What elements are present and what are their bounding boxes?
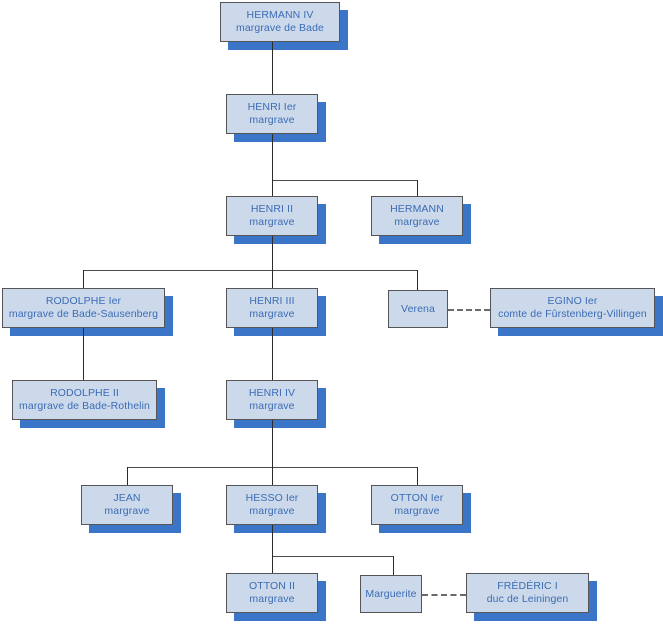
node-marguerite[interactable]: Marguerite [360,575,422,613]
node-label-primary: HENRI II [250,203,294,215]
node-label-primary: HENRI Ier [247,101,297,113]
node-label-secondary: margrave de Bade-Rothelin [19,400,150,412]
edge-henri3-henri4 [272,328,273,380]
node-label-primary: JEAN [113,492,141,504]
edge-hesso1-stem [272,467,273,485]
node-label-secondary: margrave de Bade-Sausenberg [8,308,159,320]
edge-henri3-stem [272,270,273,288]
node-label-primary: FRÉDÉRIC I [497,580,558,592]
node-label-primary: HENRI IV [248,387,296,399]
node-label-primary: OTTON Ier [390,492,444,504]
node-label-secondary: margrave [249,216,295,228]
node-label-secondary: duc de Leiningen [486,593,569,605]
node-label-secondary: comte de Fûrstenberg-Villingen [498,308,647,320]
node-label-primary: HERMANN IV [246,9,314,21]
edge-henri2-stem [272,180,273,196]
node-label-secondary: margrave [249,114,295,126]
edge-henri1-drop [272,134,273,180]
edge-jean-stem [127,467,128,485]
node-label-primary: Marguerite [365,587,417,600]
node-label-primary: RODOLPHE II [50,387,119,399]
edge-otton2-stem [272,556,273,573]
node-label-primary: OTTON II [248,580,296,592]
edge-hermann-stem [417,180,418,196]
edge-otton1-stem [417,467,418,485]
edge-hesso1-children-bar [272,556,393,557]
edge-henri4-drop [272,420,273,467]
node-label-secondary: margrave de Bade [236,22,324,34]
edge-marguerite-stem [393,556,394,575]
node-label-secondary: margrave [249,593,295,605]
edge-henri1-children-bar [272,180,417,181]
node-label-primary: HERMANN [390,203,444,215]
edge-rodolphe1-rodolphe2 [83,328,84,380]
node-label-secondary: margrave [394,216,440,228]
edge-rodolphe1-stem [83,270,84,288]
edge-hermann4-henri1 [272,42,273,94]
edge-marguerite-frederic-dash [422,594,466,596]
edge-verena-egino-dash [448,309,490,311]
edge-henri2-drop [272,236,273,288]
node-label-secondary: margrave [249,400,295,412]
node-label-secondary: margrave [104,505,150,517]
edge-henri2-children-bar [83,270,418,271]
node-label-secondary: margrave [249,505,295,517]
node-label-primary: RODOLPHE Ier [45,295,122,307]
edge-hesso1-drop [272,525,273,556]
edge-verena-stem [417,270,418,290]
node-label-primary: HESSO Ier [245,492,299,504]
node-verena[interactable]: Verena [388,290,448,328]
node-label-primary: Verena [401,302,435,315]
node-label-secondary: margrave [394,505,440,517]
node-label-primary: EGINO Ier [547,295,598,307]
node-label-primary: HENRI III [249,295,295,307]
node-label-secondary: margrave [249,308,295,320]
